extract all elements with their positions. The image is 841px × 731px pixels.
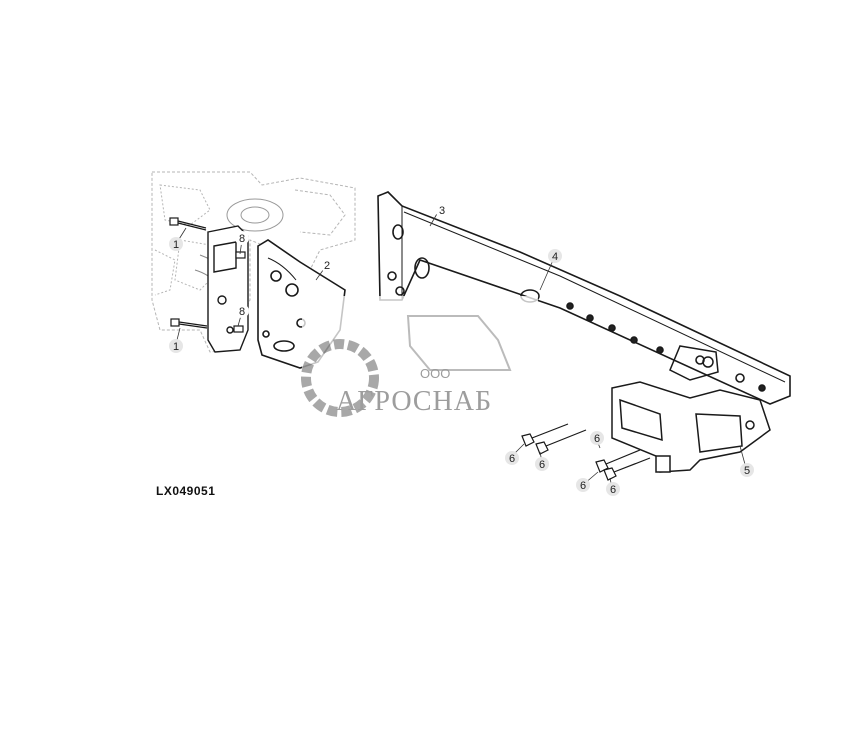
- figure-code: LX049051: [156, 484, 216, 498]
- callout-c1b: 1: [169, 339, 183, 353]
- callout-c6d: 6: [576, 478, 590, 492]
- bolt-1-lower: [170, 318, 208, 329]
- pin-8-lower: [233, 325, 244, 333]
- watermark-company: ООО: [420, 366, 450, 381]
- callout-label: 4: [552, 251, 558, 263]
- harvester-icon: [406, 315, 512, 371]
- callout-c6a: 6: [505, 451, 519, 465]
- callout-c3: 3: [435, 203, 449, 217]
- watermark-name: АГРОСНАБ: [336, 386, 492, 417]
- callout-label: 3: [439, 205, 445, 217]
- bolt-1-upper: [169, 217, 207, 231]
- leader-lines: [175, 211, 747, 489]
- watermark: ООО АГРОСНАБ: [301, 296, 538, 426]
- callout-label: 8: [239, 233, 245, 245]
- callout-c6b: 6: [535, 457, 549, 471]
- callout-c4: 4: [548, 249, 562, 263]
- bolt-group-6: [521, 423, 651, 481]
- callout-label: 1: [173, 239, 179, 251]
- callout-c1a: 1: [169, 237, 183, 251]
- callout-label: 5: [744, 465, 750, 477]
- callout-label: 1: [173, 341, 179, 353]
- callout-c5: 5: [740, 463, 754, 477]
- gear-icon: [301, 339, 379, 417]
- callout-label: 6: [509, 453, 515, 465]
- callout-label: 2: [324, 260, 330, 272]
- callout-label: 6: [610, 484, 616, 496]
- rear-support-5: [611, 345, 771, 473]
- callout-label: 8: [239, 306, 245, 318]
- callout-c8a: 8: [235, 231, 249, 245]
- callout-label: 6: [594, 433, 600, 445]
- callout-label: 6: [539, 459, 545, 471]
- callout-c2: 2: [320, 258, 334, 272]
- callout-c8b: 8: [235, 304, 249, 318]
- callout-label: 6: [580, 480, 586, 492]
- callout-c6c: 6: [590, 431, 604, 445]
- callout-c6e: 6: [606, 482, 620, 496]
